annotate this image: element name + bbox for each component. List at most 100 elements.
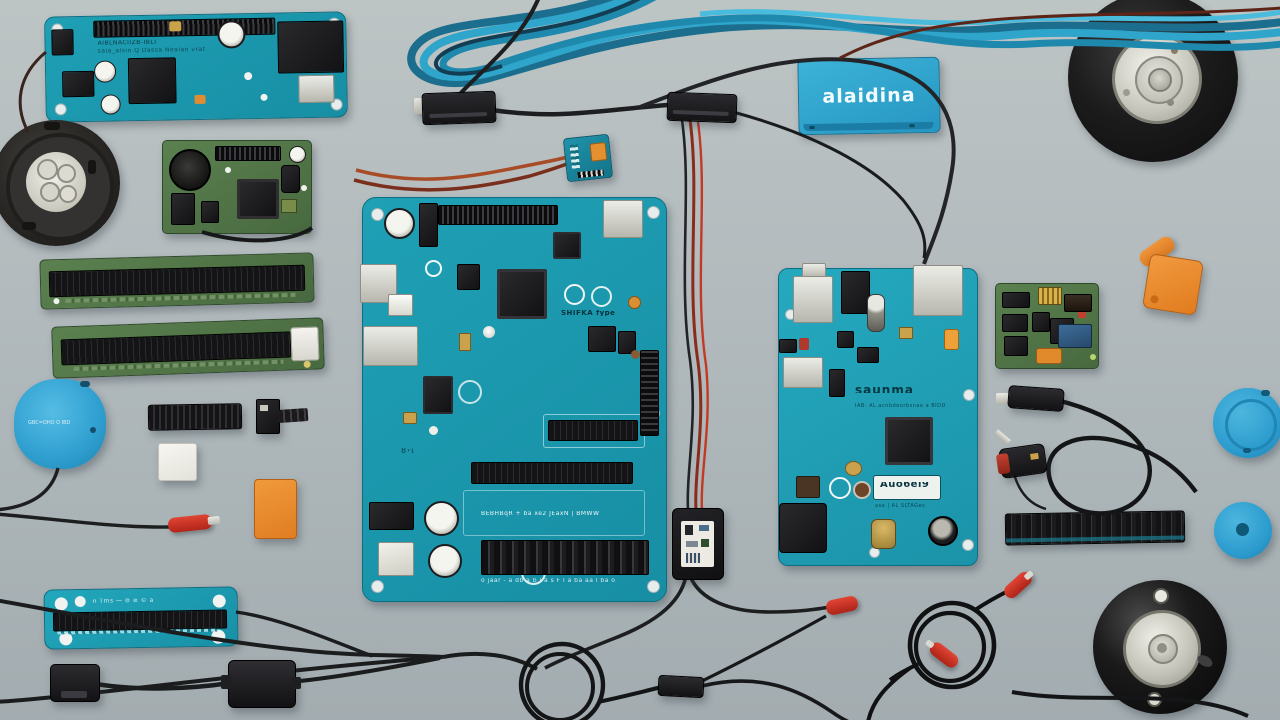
motor-lead — [1012, 473, 1047, 511]
coil-exit-wire — [701, 679, 849, 720]
cable-connector-large — [221, 660, 301, 708]
esc-module — [672, 508, 724, 580]
memory-slot — [471, 462, 633, 484]
smd-module — [388, 294, 413, 316]
mounting-hole — [371, 580, 384, 593]
silver-hub — [26, 152, 86, 212]
connector-latch — [61, 691, 87, 698]
screw — [1171, 47, 1178, 54]
micro-motor — [995, 442, 1048, 480]
board-lead-wire — [18, 50, 47, 133]
esc-wire-to-coil — [544, 575, 688, 670]
blue-cap-large — [1213, 388, 1280, 458]
axle-bore — [1148, 68, 1172, 92]
ic-chip — [588, 326, 616, 352]
display-chip — [1004, 336, 1028, 356]
gold-part — [1038, 287, 1062, 305]
smd-component — [281, 199, 297, 213]
silkscreen-outline — [463, 490, 645, 536]
qfp-main-chip — [497, 269, 547, 319]
label-mark — [699, 525, 709, 531]
cap-notch — [1243, 448, 1251, 453]
dark-red-wire — [839, 6, 1280, 60]
green-dev-board — [162, 140, 312, 234]
smd-component — [899, 327, 913, 339]
orange-component — [589, 142, 608, 162]
ic-chip — [201, 201, 219, 223]
mounting-hole — [963, 389, 975, 401]
pin-header — [215, 146, 281, 161]
hub-inner-ring — [1135, 56, 1183, 104]
esc-label — [681, 521, 714, 567]
pin-row — [577, 169, 604, 179]
screw — [1167, 99, 1174, 106]
blue-cap-small — [1214, 502, 1272, 559]
secondary-board-right: saunma IAB: AL.acnbdeorbsnae a BIDD Auo6… — [778, 263, 978, 566]
logo-ring — [564, 284, 585, 305]
orange-box — [254, 479, 297, 539]
wheel-bottom-right — [1093, 580, 1227, 714]
servo-wire-black — [680, 119, 695, 511]
led — [1090, 354, 1096, 360]
badge-subtext: asa | AL SLTAGes — [875, 503, 926, 509]
disc-label: GBC=OHO O IBD — [28, 420, 71, 426]
adapter-seam — [672, 109, 729, 116]
disc-rivet — [90, 427, 96, 433]
label-mark — [701, 539, 709, 547]
probe-tip — [207, 515, 221, 526]
pad-row — [569, 144, 580, 169]
mounting-hole — [371, 208, 384, 221]
inductor — [853, 481, 871, 499]
qfp-chip — [237, 179, 279, 219]
barrel-cable-loop — [1046, 397, 1198, 516]
mounting-hole — [647, 580, 660, 593]
display-chip — [1002, 314, 1028, 332]
white-cube — [158, 443, 197, 481]
electrolytic-cap — [428, 544, 462, 578]
ic-chip — [423, 376, 453, 414]
barrel-plug-body — [1007, 385, 1065, 412]
servo-wire-red — [696, 121, 709, 511]
red-component — [799, 338, 809, 350]
silkscreen-text: o jaar - a db a b l a s F l a ba aa l ba… — [481, 578, 616, 584]
black-module — [779, 503, 827, 553]
barrel-plug-tip — [996, 393, 1010, 404]
logo-ring — [591, 286, 612, 307]
smd-chip — [1032, 312, 1050, 332]
smd-led — [1078, 312, 1086, 318]
logo-ring — [425, 260, 442, 277]
usb-connector — [783, 357, 823, 388]
screw-hole — [1153, 588, 1169, 604]
hub-hole — [59, 185, 77, 203]
black-connector — [419, 203, 438, 247]
memory-slot — [548, 420, 638, 441]
mounting-hole — [962, 539, 974, 551]
usb-connector — [793, 276, 833, 323]
crystal-can — [867, 294, 885, 332]
rim-notch — [44, 122, 60, 130]
orange-component — [1036, 348, 1062, 364]
board-subtitle: IAB: AL.acnbdeorbsnae a BIDD — [855, 403, 946, 409]
cable-connector-small — [50, 664, 100, 702]
green-io-board — [995, 283, 1099, 369]
pin-header — [438, 205, 558, 225]
electrolytic-cap — [424, 501, 459, 536]
buzzer-small — [928, 516, 958, 546]
swirl-logo — [458, 380, 482, 404]
display-chip — [1002, 292, 1030, 308]
label-mark — [686, 541, 698, 547]
capacitor — [289, 146, 306, 163]
orange-component — [944, 329, 959, 350]
ic-chip — [841, 271, 870, 314]
ribbon-cable-bundle — [407, 0, 1280, 87]
servo-cable-right — [732, 110, 927, 259]
axle-bore — [1148, 634, 1178, 664]
screw — [1123, 89, 1130, 96]
button — [483, 326, 495, 338]
connector-neck — [291, 677, 301, 689]
shield-can — [913, 265, 963, 316]
smd-chip — [857, 347, 879, 363]
disc-lead — [0, 467, 60, 512]
test-pad — [301, 185, 307, 191]
